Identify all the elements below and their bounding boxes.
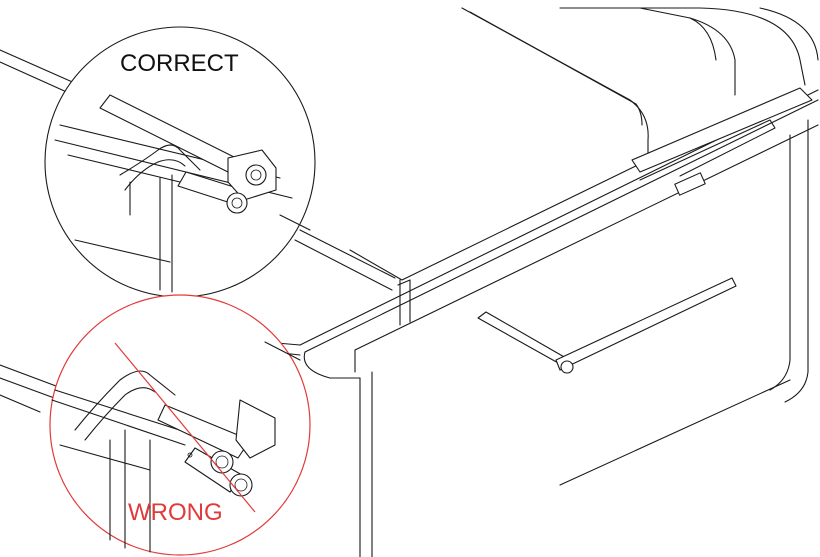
wrong-hinge-rod bbox=[157, 404, 251, 459]
correct-rail-exit bbox=[279, 214, 311, 231]
wrong-rail-2 bbox=[51, 399, 186, 446]
front-corner-curve bbox=[303, 351, 361, 379]
front-wall-edge-right-2 bbox=[784, 119, 809, 403]
lifter-rod-short bbox=[477, 311, 567, 365]
correct-label: CORRECT bbox=[120, 50, 239, 77]
wrong-rail-exit bbox=[264, 341, 301, 361]
middle-rail-top bbox=[299, 229, 396, 279]
correct-rail-3 bbox=[67, 154, 181, 183]
wrong-rail-3 bbox=[59, 444, 151, 471]
correct-cover-fold bbox=[119, 144, 201, 176]
front-rail-line-3 bbox=[354, 124, 819, 351]
lower-left-rail-3 bbox=[0, 394, 41, 413]
front-wall-edge-right bbox=[769, 134, 791, 391]
rail-joint bbox=[397, 279, 411, 323]
cover-panel-outline bbox=[349, 7, 649, 281]
wrong-post bbox=[109, 429, 151, 553]
wrong-callout: WRONG bbox=[49, 294, 311, 556]
correct-hinge-bolt-2-inner bbox=[231, 197, 243, 209]
side-bracket bbox=[631, 87, 813, 173]
correct-post bbox=[129, 174, 173, 293]
middle-rail-line-2 bbox=[294, 239, 393, 291]
rim-inner-curve bbox=[639, 7, 736, 96]
front-rail-line-2 bbox=[304, 99, 819, 353]
bracket-clip bbox=[674, 172, 706, 196]
wrong-cover-fold-2 bbox=[84, 387, 156, 441]
correct-hinge-bolt-2 bbox=[226, 192, 248, 214]
correct-detail bbox=[54, 94, 311, 293]
correct-cover-fold-2 bbox=[124, 159, 186, 191]
side-bracket-lower bbox=[639, 119, 776, 181]
wrong-hinge-bolt-2-inner bbox=[234, 478, 248, 492]
wrong-cover-fold bbox=[74, 370, 176, 431]
wrong-label: WRONG bbox=[128, 499, 223, 526]
correct-rail-lower bbox=[74, 239, 171, 263]
wrong-hinge-bolt-1-inner bbox=[215, 455, 229, 469]
spa-body bbox=[0, 7, 819, 557]
correct-hinge-bolt-1 bbox=[245, 164, 267, 186]
correct-hinge-bolt-1-inner bbox=[250, 169, 262, 181]
rim-inner-curve-2 bbox=[689, 17, 717, 61]
rim-top-edge bbox=[559, 7, 806, 86]
lifter-rod-long bbox=[555, 277, 737, 371]
rim-outer-curve bbox=[759, 7, 819, 61]
wrong-screw bbox=[187, 452, 193, 458]
wrong-rail-1 bbox=[54, 389, 196, 436]
cover-panel-inner-edge bbox=[469, 11, 643, 126]
wrong-hinge-block bbox=[235, 399, 276, 459]
wrong-detail bbox=[51, 341, 301, 553]
correct-callout: CORRECT bbox=[44, 26, 316, 298]
front-wall-bottom bbox=[559, 379, 791, 486]
lifter-rod-end bbox=[560, 360, 574, 374]
wrong-strike-line bbox=[114, 342, 256, 513]
